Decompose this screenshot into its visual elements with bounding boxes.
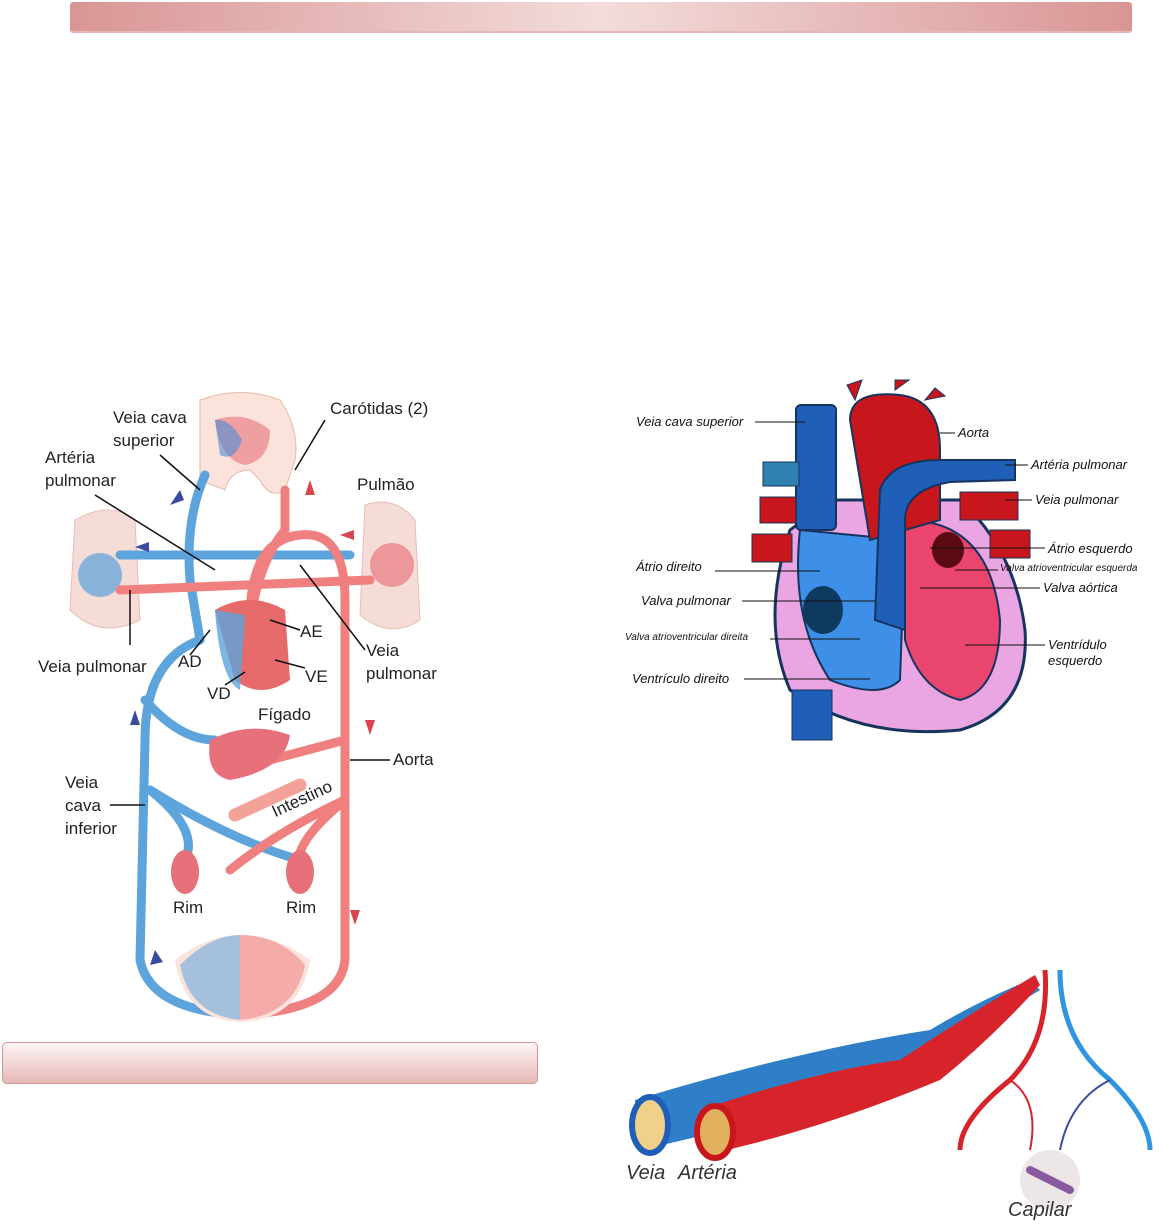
label-rim-right: Rim <box>286 898 317 917</box>
heart-label-valva-av-direita: Valva atrioventricular direita <box>625 632 749 643</box>
caption-box <box>2 1042 538 1084</box>
label-capilar: Capilar <box>1008 1199 1072 1221</box>
label-veia-cava-superior-1: Veia cava <box>113 408 187 427</box>
heart-label-ventriculo-esquerdo-2: esquerdo <box>1048 653 1103 668</box>
label-ae: AE <box>300 622 323 641</box>
heart-label-aorta: Aorta <box>958 425 990 440</box>
label-figado: Fígado <box>258 705 311 724</box>
label-veia-cava-inferior-3: inferior <box>65 819 117 838</box>
label-arteria-pulmonar-1: Artéria <box>45 448 96 467</box>
label-ve: VE <box>305 667 328 686</box>
heart-label-valva-av-esquerda: Valva atrioventricular esquerda <box>1000 563 1138 574</box>
label-arteria: Artéria <box>678 1162 737 1184</box>
label-arteria-pulmonar-2: pulmonar <box>45 471 116 490</box>
label-pulmao: Pulmão <box>357 475 415 494</box>
heart-label-ventriculo-esquerdo-1: Ventrídulo <box>1048 637 1107 652</box>
heart-label-valva-pulmonar: Valva pulmonar <box>641 593 731 608</box>
label-rim-left: Rim <box>173 898 204 917</box>
label-veia-pulmonar-right-2: pulmonar <box>366 664 437 683</box>
label-vd: VD <box>207 684 231 703</box>
heart-label-arteria-pulmonar: Artéria pulmonar <box>1031 457 1128 472</box>
title-banner <box>70 2 1132 33</box>
circulation-illustration <box>69 392 421 1022</box>
label-aorta: Aorta <box>393 750 434 769</box>
label-veia-cava-inferior-2: cava <box>65 796 101 815</box>
label-carotidas: Carótidas (2) <box>330 399 429 418</box>
heart-label-veia-pulmonar: Veia pulmonar <box>1035 492 1119 507</box>
label-veia: Veia <box>626 1162 666 1184</box>
heart-label-atrio-esquerdo: Átrio esquerdo <box>1048 541 1133 556</box>
label-ad: AD <box>178 652 202 671</box>
label-veia-pulmonar-left: Veia pulmonar <box>38 657 147 676</box>
heart-label-valva-aortica: Valva aórtica <box>1043 580 1118 595</box>
heart-illustration <box>715 379 1045 741</box>
heart-label-ventriculo-direito: Ventrículo direito <box>632 671 730 686</box>
heart-label-atrio-direito: Átrio direito <box>636 559 702 574</box>
label-veia-cava-superior-2: superior <box>113 431 175 450</box>
label-veia-cava-inferior-1: Veia <box>65 773 99 792</box>
heart-label-veia-cava-superior: Veia cava superior <box>636 414 744 429</box>
label-veia-pulmonar-right-1: Veia <box>366 641 400 660</box>
